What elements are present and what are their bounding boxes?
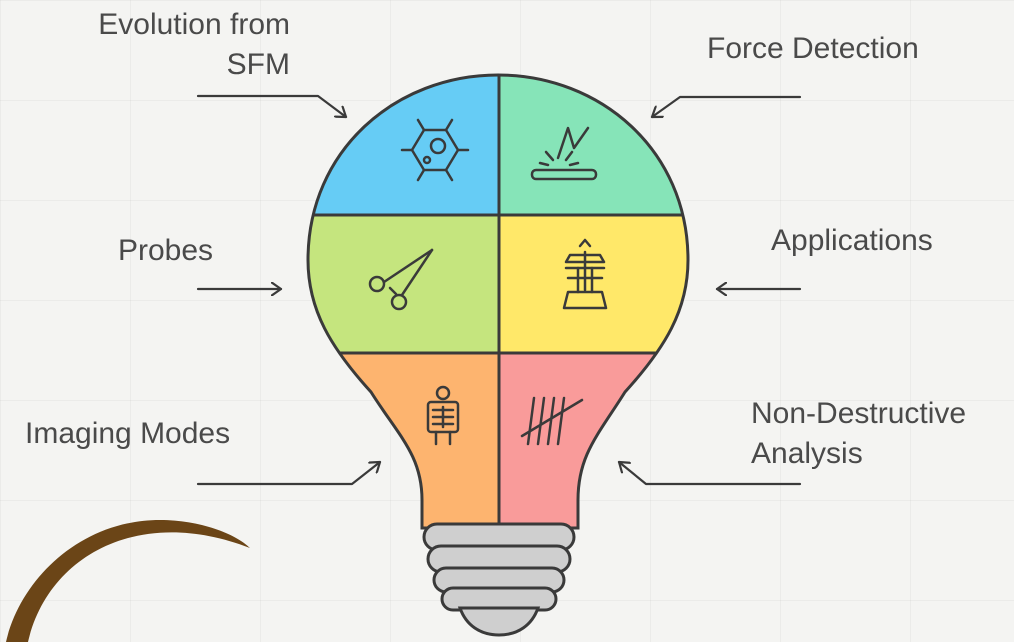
label-probes: Probes xyxy=(118,234,214,267)
segment-evolution xyxy=(308,75,499,215)
label-non-destructive-analysis: Non-Destructive Analysis xyxy=(751,394,966,474)
segment-applications xyxy=(499,215,688,353)
arrow-non-destructive xyxy=(617,460,802,486)
probe-tip-icon xyxy=(530,126,598,181)
arrow-force-detection xyxy=(650,95,802,119)
label-evolution-line1: Evolution from xyxy=(98,8,290,41)
bulb-outline xyxy=(306,73,690,530)
scissors-icon xyxy=(368,248,434,311)
xray-icon xyxy=(426,385,460,446)
molecule-icon xyxy=(400,118,470,182)
label-imaging-modes: Imaging Modes xyxy=(25,417,231,450)
label-applications: Applications xyxy=(771,224,933,257)
label-evolution-from-sfm: Evolution from SFM xyxy=(40,5,290,85)
tally-marks-icon xyxy=(520,396,584,446)
label-non-destructive-line1: Non-Destructive xyxy=(751,397,967,430)
label-non-destructive-line2: Analysis xyxy=(751,437,863,470)
arrow-imaging-modes xyxy=(196,460,382,486)
label-evolution-line2: SFM xyxy=(226,48,290,81)
microscope-stage-icon xyxy=(562,238,608,310)
segment-force-detection xyxy=(499,75,688,215)
label-force-detection: Force Detection xyxy=(707,32,919,65)
decorative-arc xyxy=(6,520,250,642)
segment-probes xyxy=(308,215,499,353)
segment-imaging-modes xyxy=(308,353,499,528)
bulb-base xyxy=(422,522,576,637)
arrow-evolution xyxy=(196,94,348,119)
